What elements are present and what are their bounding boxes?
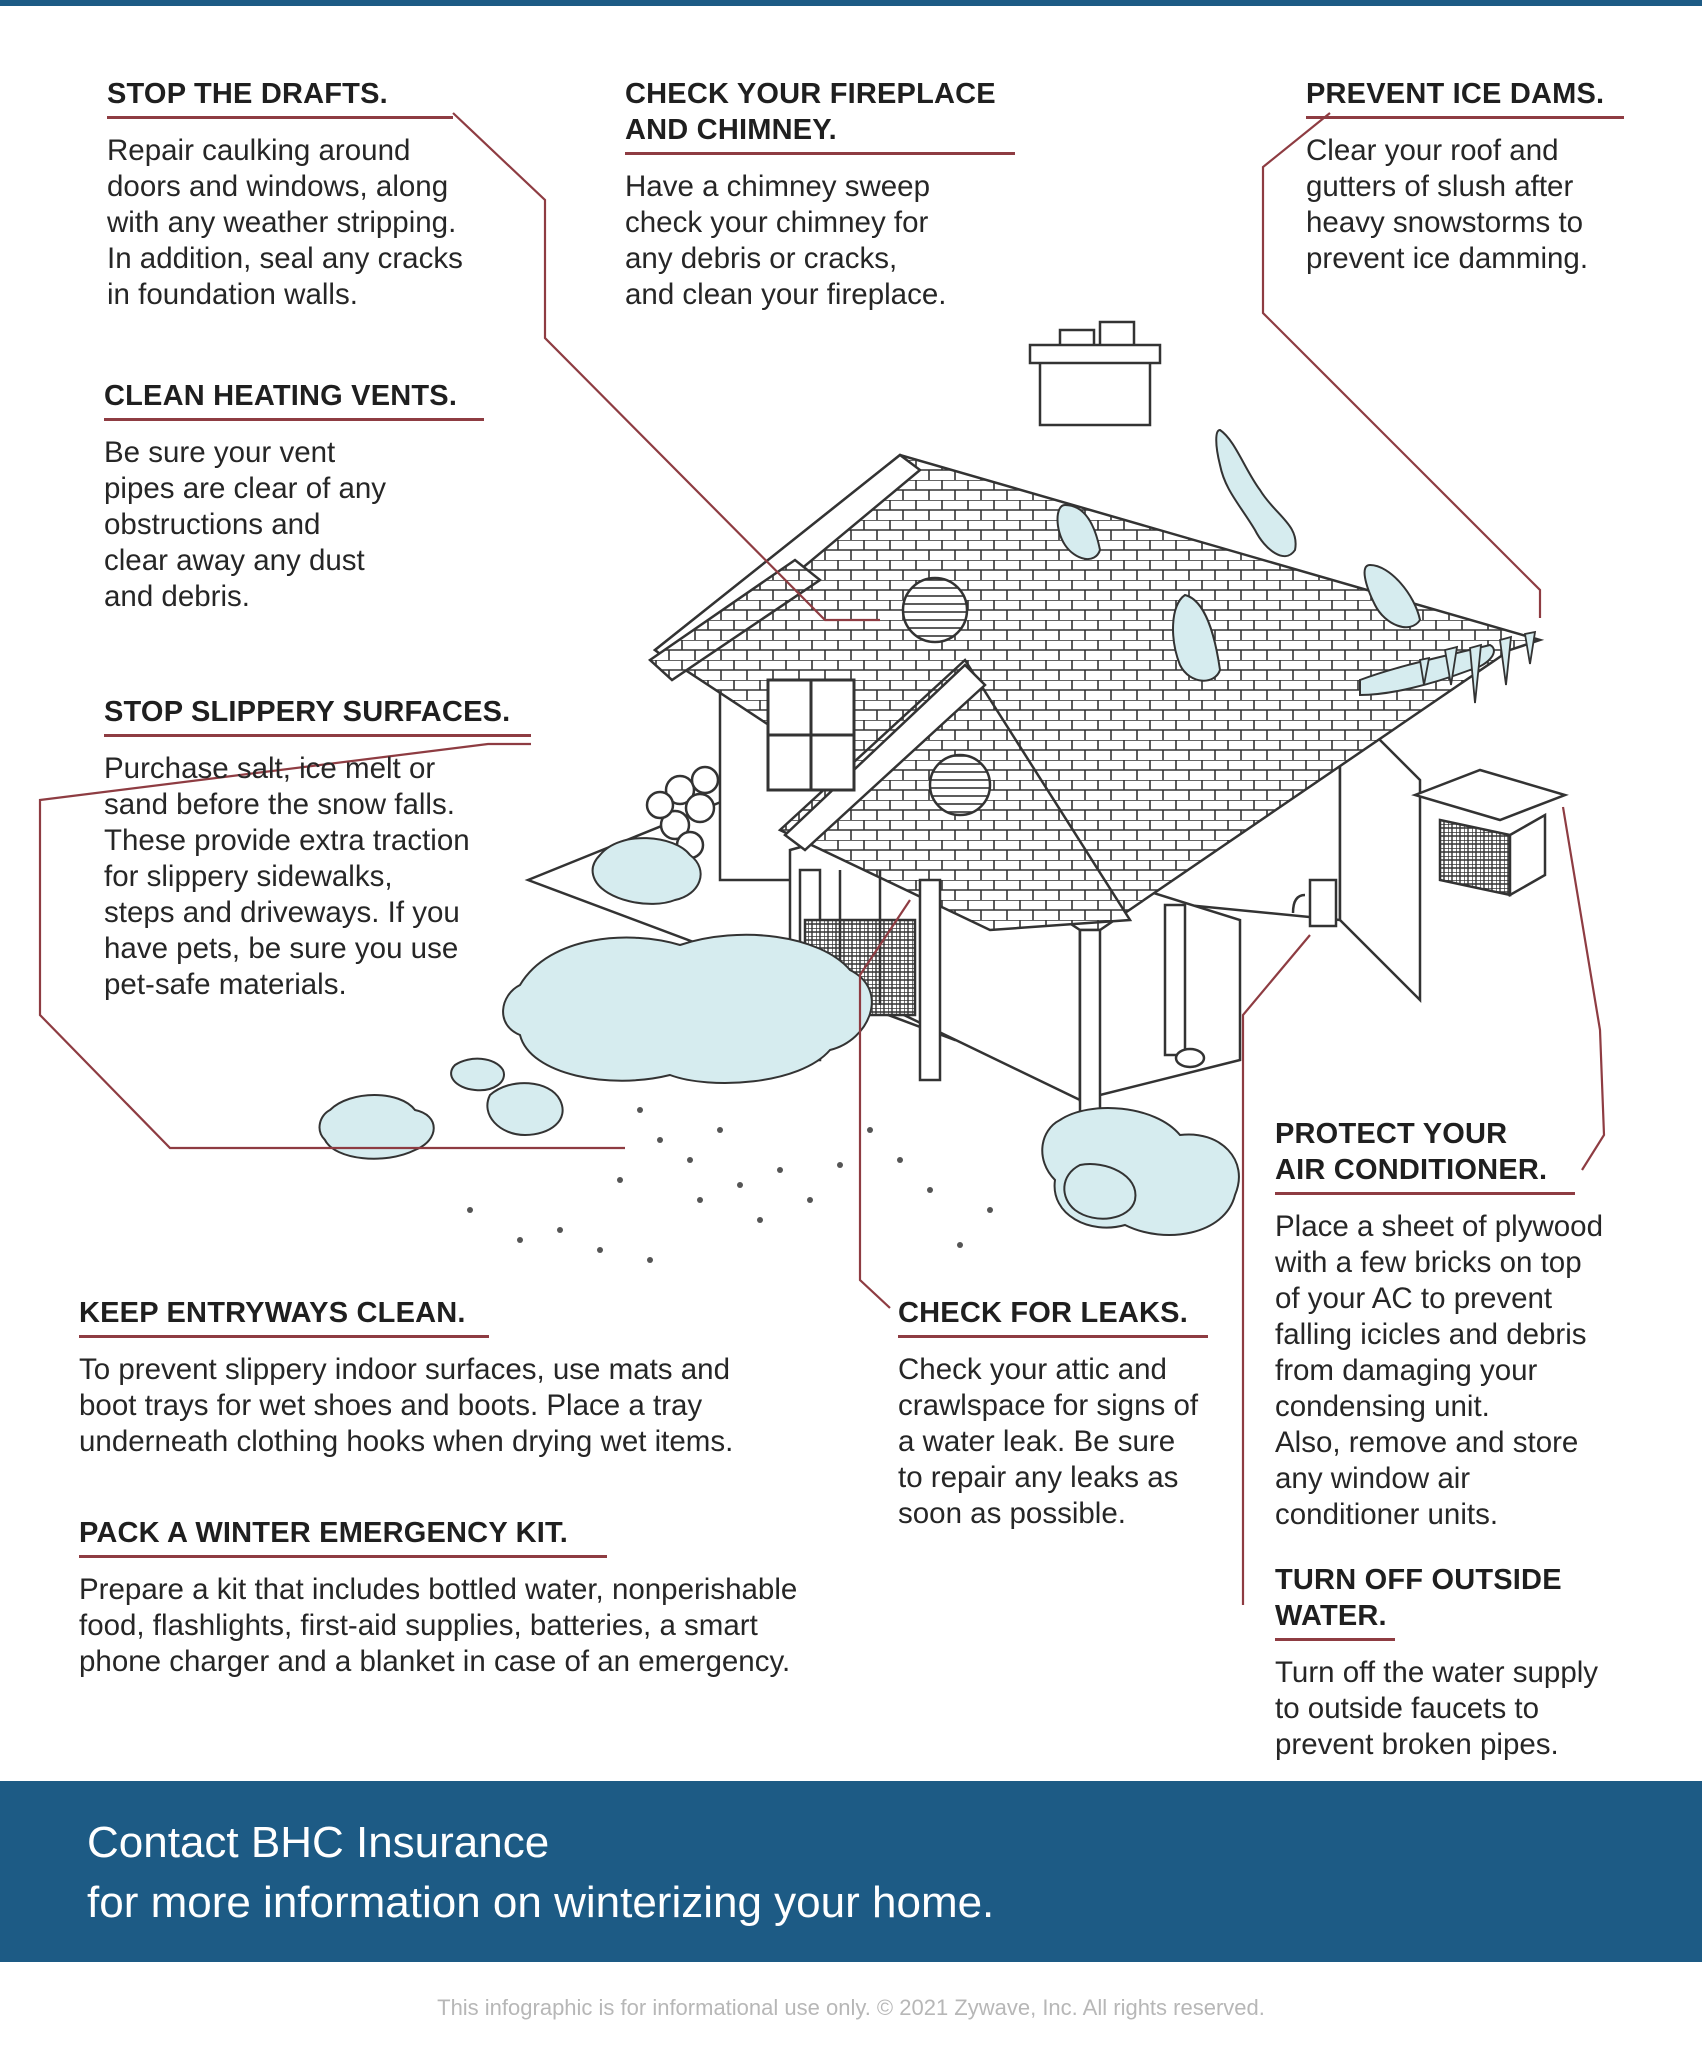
- tip-title: PROTECT YOUR AIR CONDITIONER.: [1275, 1118, 1548, 1186]
- banner-line-1: Contact BHC Insurance: [87, 1818, 550, 1867]
- outside-faucet: [1291, 878, 1338, 928]
- copyright-footer: This infographic is for informational us…: [437, 1995, 1265, 2020]
- tip-turn-off-outside-water: TURN OFF OUTSIDE WATER. Turn off the wat…: [1275, 1562, 1598, 1763]
- tip-title: CLEAN HEATING VENTS.: [104, 380, 458, 412]
- tip-stop-slippery-surfaces: STOP SLIPPERY SURFACES. Purchase salt, i…: [104, 694, 531, 1003]
- tip-winter-emergency-kit: PACK A WINTER EMERGENCY KIT. Prepare a k…: [79, 1515, 797, 1680]
- tip-title: STOP SLIPPERY SURFACES.: [104, 696, 511, 728]
- title-underline: [1275, 1192, 1575, 1195]
- tip-body: To prevent slippery indoor surfaces, use…: [79, 1353, 734, 1458]
- chimney: [1028, 320, 1162, 427]
- tip-body: Check your attic and crawlspace for sign…: [898, 1353, 1199, 1530]
- tip-title: PACK A WINTER EMERGENCY KIT.: [79, 1517, 568, 1549]
- tip-title: CHECK YOUR FIREPLACE AND CHIMNEY.: [625, 78, 996, 146]
- round-vents: [901, 576, 992, 817]
- title-underline: [79, 1335, 489, 1338]
- left-gable: [647, 558, 823, 682]
- banner-line-2: for more information on winterizing your…: [87, 1878, 995, 1927]
- tip-body: Repair caulking around doors and windows…: [107, 134, 463, 311]
- tip-body: Be sure your vent pipes are clear of any…: [104, 436, 387, 613]
- tip-protect-air-conditioner: PROTECT YOUR AIR CONDITIONER. Place a sh…: [1275, 1116, 1603, 1533]
- title-underline: [79, 1555, 607, 1558]
- tip-keep-entryways-clean: KEEP ENTRYWAYS CLEAN. To prevent slipper…: [79, 1295, 733, 1460]
- tip-title: PREVENT ICE DAMS.: [1306, 78, 1605, 110]
- tip-body: Clear your roof and gutters of slush aft…: [1306, 134, 1589, 275]
- ac-unit: [1411, 768, 1569, 898]
- tip-prevent-ice-dams: PREVENT ICE DAMS. Clear your roof and gu…: [1306, 76, 1624, 277]
- firewood-pile: [645, 765, 720, 860]
- tip-body: Have a chimney sweep check your chimney …: [625, 170, 947, 311]
- tip-title: KEEP ENTRYWAYS CLEAN.: [79, 1297, 466, 1329]
- tip-stop-drafts: STOP THE DRAFTS. Repair caulking around …: [107, 76, 463, 313]
- tip-clean-heating-vents: CLEAN HEATING VENTS. Be sure your vent p…: [104, 378, 484, 615]
- title-underline: [104, 734, 531, 737]
- tip-title: STOP THE DRAFTS.: [107, 78, 388, 110]
- tip-body: Purchase salt, ice melt or sand before t…: [104, 752, 470, 1001]
- tip-fireplace-chimney: CHECK YOUR FIREPLACE AND CHIMNEY. Have a…: [625, 76, 1015, 313]
- tip-body: Prepare a kit that includes bottled wate…: [79, 1573, 798, 1678]
- porch: [798, 868, 1102, 1132]
- title-underline: [898, 1335, 1208, 1338]
- title-underline: [625, 152, 1015, 155]
- title-underline: [107, 116, 453, 119]
- title-underline: [1306, 116, 1624, 119]
- contact-banner: Contact BHC Insurance for more informati…: [0, 1781, 1702, 1962]
- snow-patches: [318, 428, 1495, 1236]
- house-illustration: [38, 112, 1606, 1605]
- tip-body: Turn off the water supply to outside fau…: [1275, 1656, 1599, 1761]
- icicles: [1418, 630, 1537, 704]
- tip-check-for-leaks: CHECK FOR LEAKS. Check your attic and cr…: [898, 1295, 1208, 1532]
- title-underline: [1275, 1638, 1395, 1641]
- window: [766, 678, 856, 792]
- title-underline: [104, 418, 484, 421]
- tip-body: Place a sheet of plywood with a few bric…: [1275, 1210, 1603, 1531]
- downspout: [1163, 903, 1206, 1069]
- top-border: [0, 0, 1702, 6]
- debris: [467, 1107, 993, 1263]
- tip-title: CHECK FOR LEAKS.: [898, 1297, 1188, 1329]
- tip-title: TURN OFF OUTSIDE WATER.: [1275, 1564, 1562, 1632]
- callout-lines: [38, 112, 1606, 1605]
